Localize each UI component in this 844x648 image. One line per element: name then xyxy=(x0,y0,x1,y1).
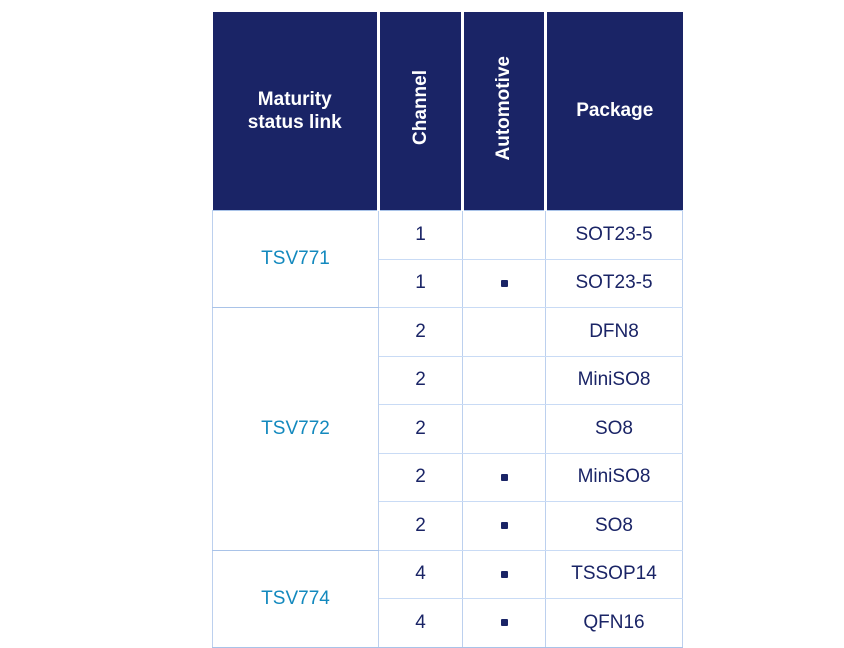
column-header-maturity-status-link-label: Maturity status link xyxy=(247,88,342,133)
package-cell: SO8 xyxy=(545,501,683,551)
bullet-dot-icon xyxy=(500,279,508,287)
channel-cell: 2 xyxy=(378,501,463,551)
column-header-channel-label: Channel xyxy=(409,70,431,146)
table-row: 2 MiniSO8 xyxy=(213,453,683,502)
product-selection-table: Maturity status link Channel Automotive … xyxy=(212,12,683,648)
channel-cell: 1 xyxy=(378,259,463,308)
package-cell: TSSOP14 xyxy=(545,549,683,599)
table-row: 2 SO8 xyxy=(213,404,683,454)
automotive-cell xyxy=(462,453,546,502)
package-cell: MiniSO8 xyxy=(545,356,683,405)
table-header: Maturity status link Channel Automotive … xyxy=(212,12,683,211)
maturity-status-link[interactable]: TSV771 xyxy=(212,210,379,308)
automotive-cell xyxy=(462,307,546,357)
table-row: 1 SOT23-5 xyxy=(213,259,683,308)
bullet-dot-icon xyxy=(500,473,508,481)
column-header-maturity-status-link: Maturity status link xyxy=(212,12,380,211)
automotive-cell xyxy=(462,549,546,599)
table-row: 4 QFN16 xyxy=(213,598,683,648)
bullet-dot-icon xyxy=(500,619,508,627)
channel-cell: 2 xyxy=(378,307,463,357)
bullet-dot-icon xyxy=(500,522,508,530)
maturity-status-link[interactable]: TSV772 xyxy=(212,307,379,551)
column-header-automotive: Automotive xyxy=(462,12,547,211)
channel-cell: 4 xyxy=(378,549,463,599)
package-cell: SOT23-5 xyxy=(545,210,683,260)
channel-cell: 2 xyxy=(378,356,463,405)
column-header-channel: Channel xyxy=(378,12,464,211)
channel-cell: 1 xyxy=(378,210,463,260)
column-header-package-label: Package xyxy=(576,100,654,122)
package-cell: MiniSO8 xyxy=(545,453,683,502)
package-cell: SO8 xyxy=(545,404,683,454)
column-header-automotive-label: Automotive xyxy=(493,55,515,161)
maturity-status-link[interactable]: TSV774 xyxy=(212,549,379,648)
package-cell: QFN16 xyxy=(545,598,683,648)
automotive-cell xyxy=(462,501,546,551)
table-header-row: Maturity status link Channel Automotive … xyxy=(212,12,683,211)
automotive-cell xyxy=(462,210,546,260)
column-header-package: Package xyxy=(545,12,683,211)
package-cell: DFN8 xyxy=(545,307,683,357)
channel-cell: 2 xyxy=(378,453,463,502)
automotive-cell xyxy=(462,259,546,308)
automotive-cell xyxy=(462,404,546,454)
bullet-dot-icon xyxy=(500,570,508,578)
channel-cell: 4 xyxy=(378,598,463,648)
table-row: 2 MiniSO8 xyxy=(213,356,683,405)
channel-cell: 2 xyxy=(378,404,463,454)
automotive-cell xyxy=(462,598,546,648)
package-cell: SOT23-5 xyxy=(545,259,683,308)
table-row: 2 SO8 xyxy=(213,501,683,551)
automotive-cell xyxy=(462,356,546,405)
